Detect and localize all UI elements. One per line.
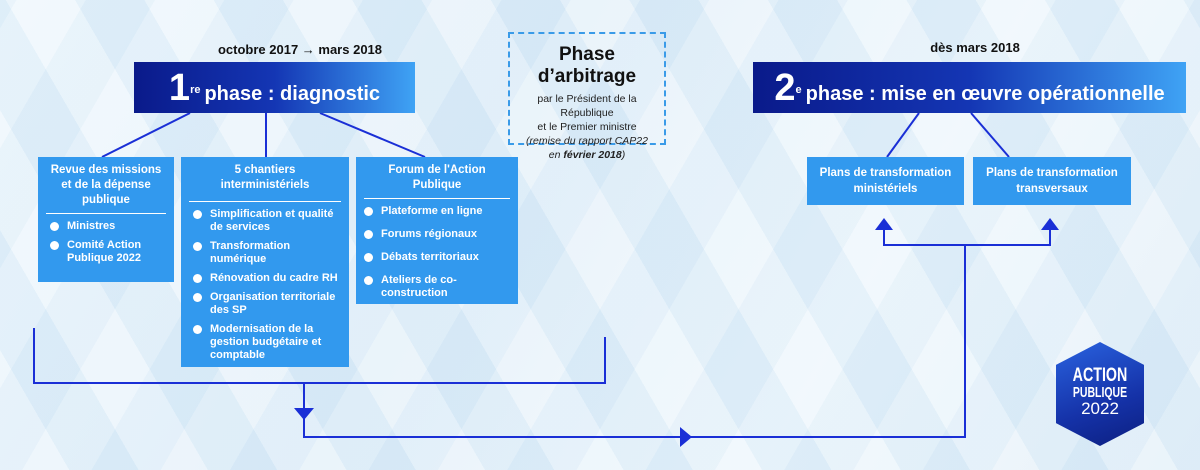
logo-line1: ACTION [1072, 365, 1128, 386]
phase2-superscript: e [795, 83, 802, 96]
arbitrage-title: Phase d’arbitrage [537, 44, 637, 87]
box-title: Forum de l'Action Publique [388, 164, 486, 191]
phase1-label: phase : diagnostic [204, 83, 381, 105]
divider [46, 213, 166, 214]
box-plans-ministeriels: Plans de transformation ministériels [807, 157, 964, 205]
divider [364, 198, 510, 199]
phase1-superscript: re [190, 83, 201, 96]
arbitrage-line3: (remise du rapport CAP22 [526, 135, 648, 147]
list-item: Transformation numérique [193, 240, 343, 266]
split-bracket [883, 228, 1051, 246]
box-chantiers: 5 chantiers interministériels Simplifica… [181, 157, 349, 367]
list-item: Rénovation du cadre RH [193, 272, 343, 285]
arrow-down-icon [294, 408, 314, 420]
phase2-number: 2 [774, 66, 796, 109]
box-plans-transversaux: Plans de transformation transversaux [973, 157, 1131, 205]
box-title: Revue des missions et de la dépense publ… [50, 164, 162, 206]
box-revue-missions: Revue des missions et de la dépense publ… [38, 157, 174, 282]
connector-p2-box2 [970, 112, 1010, 158]
merge-bracket [33, 328, 606, 384]
list-item: Forums régionaux [364, 228, 512, 241]
list-item: Modernisation de la gestion budgétaire e… [193, 323, 343, 362]
arbitrage-line2: et le Premier ministre [537, 121, 637, 133]
action-publique-2022-logo: ACTION PUBLIQUE 2022 [1056, 342, 1144, 446]
arrow-up-icon [1041, 218, 1059, 230]
connector-p1-box1 [101, 112, 191, 158]
arbitrage-line4: en février 2018) [510, 148, 664, 162]
divider [189, 201, 341, 202]
box-forum: Forum de l'Action Publique Plateforme en… [356, 157, 518, 304]
list-item: Comité Action Publique 2022 [50, 239, 168, 265]
phase1-dates: octobre 2017 → mars 2018 [217, 42, 383, 57]
logo-line2: PUBLIQUE [1072, 384, 1128, 401]
box-title: 5 chantiers interministériels [220, 164, 310, 191]
logo-line3: 2022 [1081, 399, 1119, 418]
phase2-label: phase : mise en œuvre opérationnelle [805, 83, 1165, 105]
arbitrage-date: février 2018 [563, 149, 622, 161]
arrow-right-icon [680, 427, 692, 447]
list-item: Simplification et qualité de services [193, 208, 343, 234]
arbitrage-line1: par le Président de la République [537, 93, 637, 119]
arrow-up-icon [875, 218, 893, 230]
list-item: Ateliers de co-construction [364, 274, 512, 300]
list-item: Organisation territoriale des SP [193, 291, 343, 317]
arbitrage-line4-suffix: ) [621, 149, 626, 161]
list-item: Ministres [50, 220, 168, 233]
arbitrage-line4-prefix: en [548, 149, 564, 161]
list-item: Plateforme en ligne [364, 205, 512, 218]
connector-p1-box3 [319, 112, 426, 158]
list-item: Débats territoriaux [364, 251, 512, 264]
phase2-dates: dès mars 2018 [930, 40, 1020, 55]
phase1-number: 1 [168, 66, 191, 109]
connector-p2-box1 [886, 112, 920, 158]
arbitrage-box: Phase d’arbitrage par le Président de la… [508, 32, 666, 161]
